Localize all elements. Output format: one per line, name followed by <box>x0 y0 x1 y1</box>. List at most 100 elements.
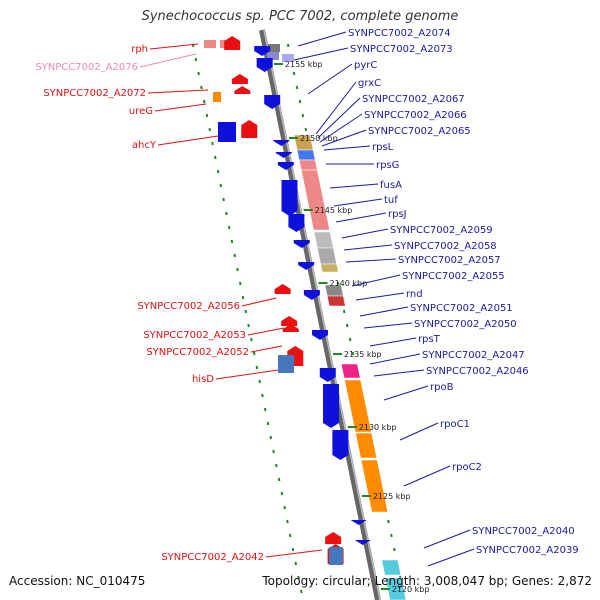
guide-dot <box>387 519 390 524</box>
right-label-leader <box>317 97 361 139</box>
reverse-gene-arrow <box>288 214 305 232</box>
guide-dot <box>298 99 302 104</box>
guide-dot <box>244 309 248 314</box>
right-gene-label: SYNPCC7002_A2066 <box>364 110 467 121</box>
right-gene-label: rpoC1 <box>440 419 470 430</box>
reverse-gene-arrow <box>273 140 290 146</box>
guide-dot <box>280 491 284 496</box>
right-gene-label: rpsG <box>376 160 399 171</box>
reverse-gene-arrow <box>275 152 292 158</box>
kbp-tick-label: 2150 kbp <box>300 134 338 143</box>
right-label-leader <box>329 183 379 189</box>
guide-dot <box>208 127 212 132</box>
feature-band <box>381 559 402 576</box>
guide-dot <box>233 253 236 258</box>
guide-dot <box>301 113 305 118</box>
guide-dot <box>300 589 303 594</box>
forward-gene-arrow <box>234 86 251 94</box>
guide-dot <box>297 575 300 580</box>
gene-block <box>218 122 236 142</box>
guide-dot <box>288 533 292 538</box>
right-label-leader <box>403 465 451 487</box>
kbp-tick-label: 2120 kbp <box>392 585 430 594</box>
right-label-leader <box>355 292 405 301</box>
guide-dot <box>393 547 396 552</box>
guide-dot <box>202 99 206 104</box>
kbp-tick-label: 2155 kbp <box>285 60 323 69</box>
right-gene-label: pyrC <box>354 60 377 71</box>
guide-dot <box>252 351 256 356</box>
left-label-leader <box>154 103 207 112</box>
left-gene-label: SYNPCC7002_A2042 <box>161 552 264 563</box>
feature-block <box>282 54 294 62</box>
forward-gene-arrow <box>224 36 241 50</box>
right-gene-label: rpoC2 <box>452 462 482 473</box>
right-label-leader <box>315 81 357 135</box>
right-label-leader <box>343 244 393 251</box>
guide-dot <box>304 127 308 132</box>
guide-dot <box>342 309 346 314</box>
left-label-leader <box>215 369 279 380</box>
right-gene-label: SYNPCC7002_A2051 <box>410 303 513 314</box>
forward-gene-arrow <box>282 324 299 332</box>
right-gene-label: rpoB <box>430 382 454 393</box>
guide-dot <box>345 323 349 328</box>
right-label-leader <box>345 258 397 263</box>
right-gene-label: SYNPCC7002_A2059 <box>390 225 493 236</box>
guide-dot <box>236 267 239 272</box>
genome-summary-text: Topology: circular; Length: 3,008,047 bp… <box>262 574 592 588</box>
guide-dot <box>283 505 286 510</box>
feature-block <box>204 40 216 48</box>
right-label-leader <box>427 548 475 567</box>
guide-dot <box>337 281 340 286</box>
left-gene-label: SYNPCC7002_A2053 <box>143 330 246 341</box>
guide-dot <box>261 393 264 398</box>
guide-dot <box>216 169 220 174</box>
feature-band <box>326 295 346 307</box>
guide-dot <box>277 477 281 482</box>
right-gene-label: SYNPCC7002_A2073 <box>350 44 453 55</box>
kbp-tick-label: 2140 kbp <box>329 279 367 288</box>
guide-dot <box>272 449 275 454</box>
right-gene-label: rnd <box>406 289 423 300</box>
feature-band <box>296 149 316 161</box>
reverse-gene-arrow <box>264 95 281 109</box>
left-label-leader <box>147 89 209 94</box>
feature-band <box>344 379 372 433</box>
guide-dot <box>292 71 296 76</box>
left-label-leader <box>250 345 283 353</box>
guide-dot <box>197 71 200 76</box>
forward-gene-arrow <box>231 74 248 84</box>
right-label-leader <box>321 129 367 147</box>
reverse-gene-arrow <box>293 240 310 248</box>
right-gene-label: rpsT <box>418 334 441 345</box>
guide-dot <box>295 85 299 90</box>
right-gene-label: tuf <box>384 195 398 206</box>
guide-dot <box>269 435 273 440</box>
reverse-gene-arrow <box>319 368 336 382</box>
guide-dot <box>222 197 225 202</box>
feature-band <box>360 459 389 513</box>
right-label-leader <box>399 422 439 441</box>
right-label-leader <box>341 228 389 239</box>
left-label-leader <box>241 297 277 307</box>
forward-gene-arrow <box>241 120 258 138</box>
left-gene-label: ahcY <box>132 140 157 151</box>
guide-dot <box>258 379 261 384</box>
kbp-tick-label: 2145 kbp <box>315 206 353 215</box>
guide-dot <box>225 211 228 216</box>
reverse-gene-arrow <box>281 180 298 216</box>
right-label-leader <box>335 212 387 223</box>
right-gene-label: SYNPCC7002_A2067 <box>362 94 465 105</box>
right-label-leader <box>333 198 383 207</box>
right-gene-label: SYNPCC7002_A2074 <box>348 28 451 39</box>
guide-dot <box>390 533 393 538</box>
forward-gene-arrow <box>274 284 291 294</box>
feature-band <box>320 263 339 273</box>
right-label-leader <box>323 145 371 151</box>
genome-backbone <box>259 29 381 600</box>
forward-gene-arrow <box>325 532 342 544</box>
guide-dot <box>263 407 267 412</box>
